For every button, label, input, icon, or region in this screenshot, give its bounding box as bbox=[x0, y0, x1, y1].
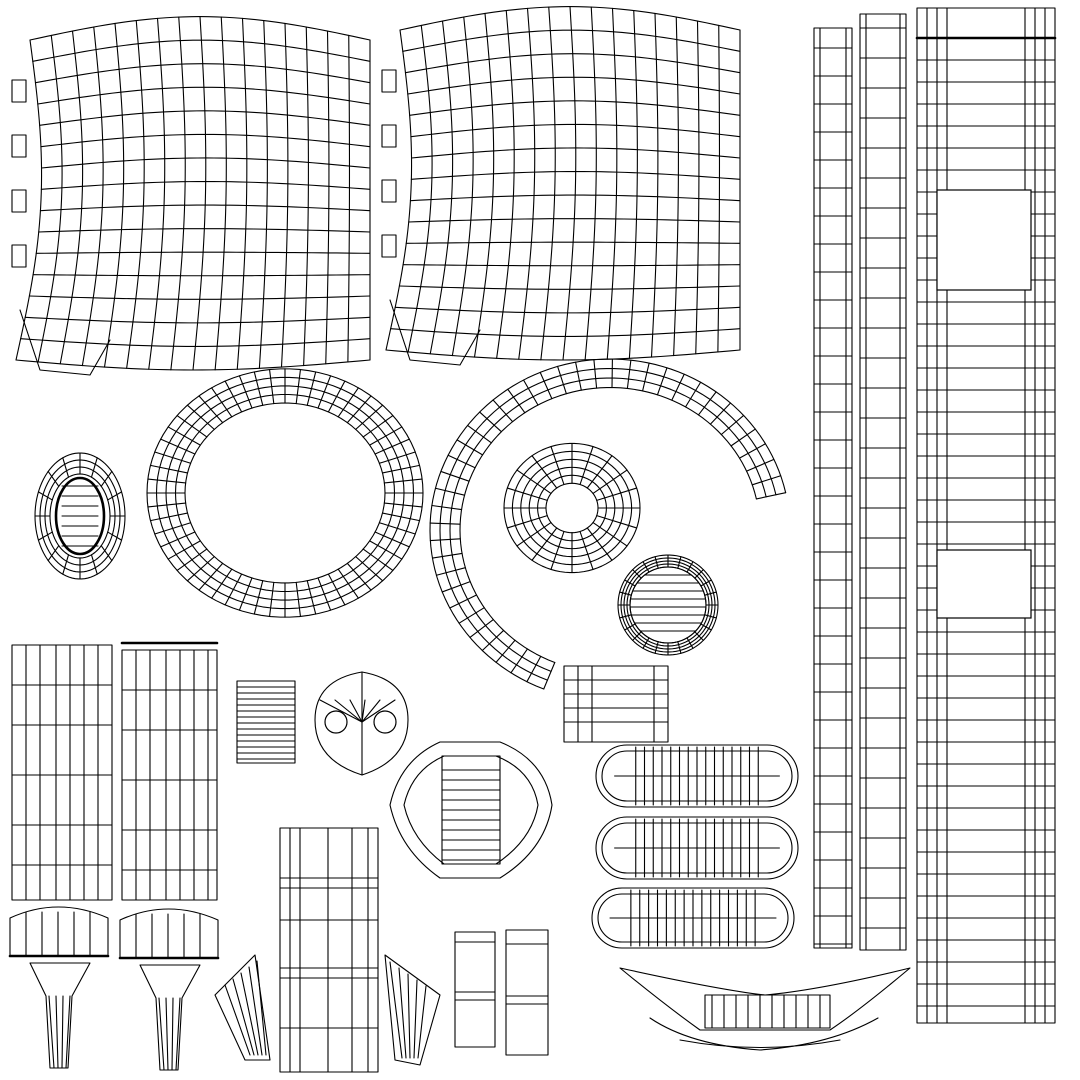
leg-right bbox=[118, 908, 220, 1071]
strip-tall-left bbox=[813, 27, 853, 949]
bridge-shape bbox=[389, 741, 553, 879]
tile-small bbox=[563, 665, 669, 743]
wing-curve bbox=[619, 967, 911, 1051]
disc-small bbox=[503, 442, 641, 574]
disc-dense bbox=[617, 554, 719, 656]
leg-left bbox=[8, 906, 110, 1069]
panel-lower-left-a bbox=[11, 644, 113, 901]
body-shell-left bbox=[11, 16, 371, 376]
twin-strips bbox=[454, 929, 549, 1056]
ring-arc bbox=[429, 358, 787, 690]
panel-lower-left-b bbox=[120, 641, 219, 901]
diamond-left bbox=[214, 954, 271, 1061]
panel-right bbox=[915, 7, 1057, 1024]
tall-center-panel bbox=[279, 827, 379, 1073]
small-striped-block bbox=[236, 680, 296, 764]
body-shell-right bbox=[381, 6, 741, 366]
ring-large bbox=[146, 368, 424, 618]
pill-top bbox=[595, 744, 799, 808]
diamond-right bbox=[384, 954, 441, 1066]
strip-tall-mid bbox=[859, 13, 907, 951]
oval-cap bbox=[34, 452, 126, 580]
lens-shape bbox=[314, 671, 409, 776]
pill-middle bbox=[595, 816, 799, 880]
pill-bottom bbox=[591, 887, 795, 949]
